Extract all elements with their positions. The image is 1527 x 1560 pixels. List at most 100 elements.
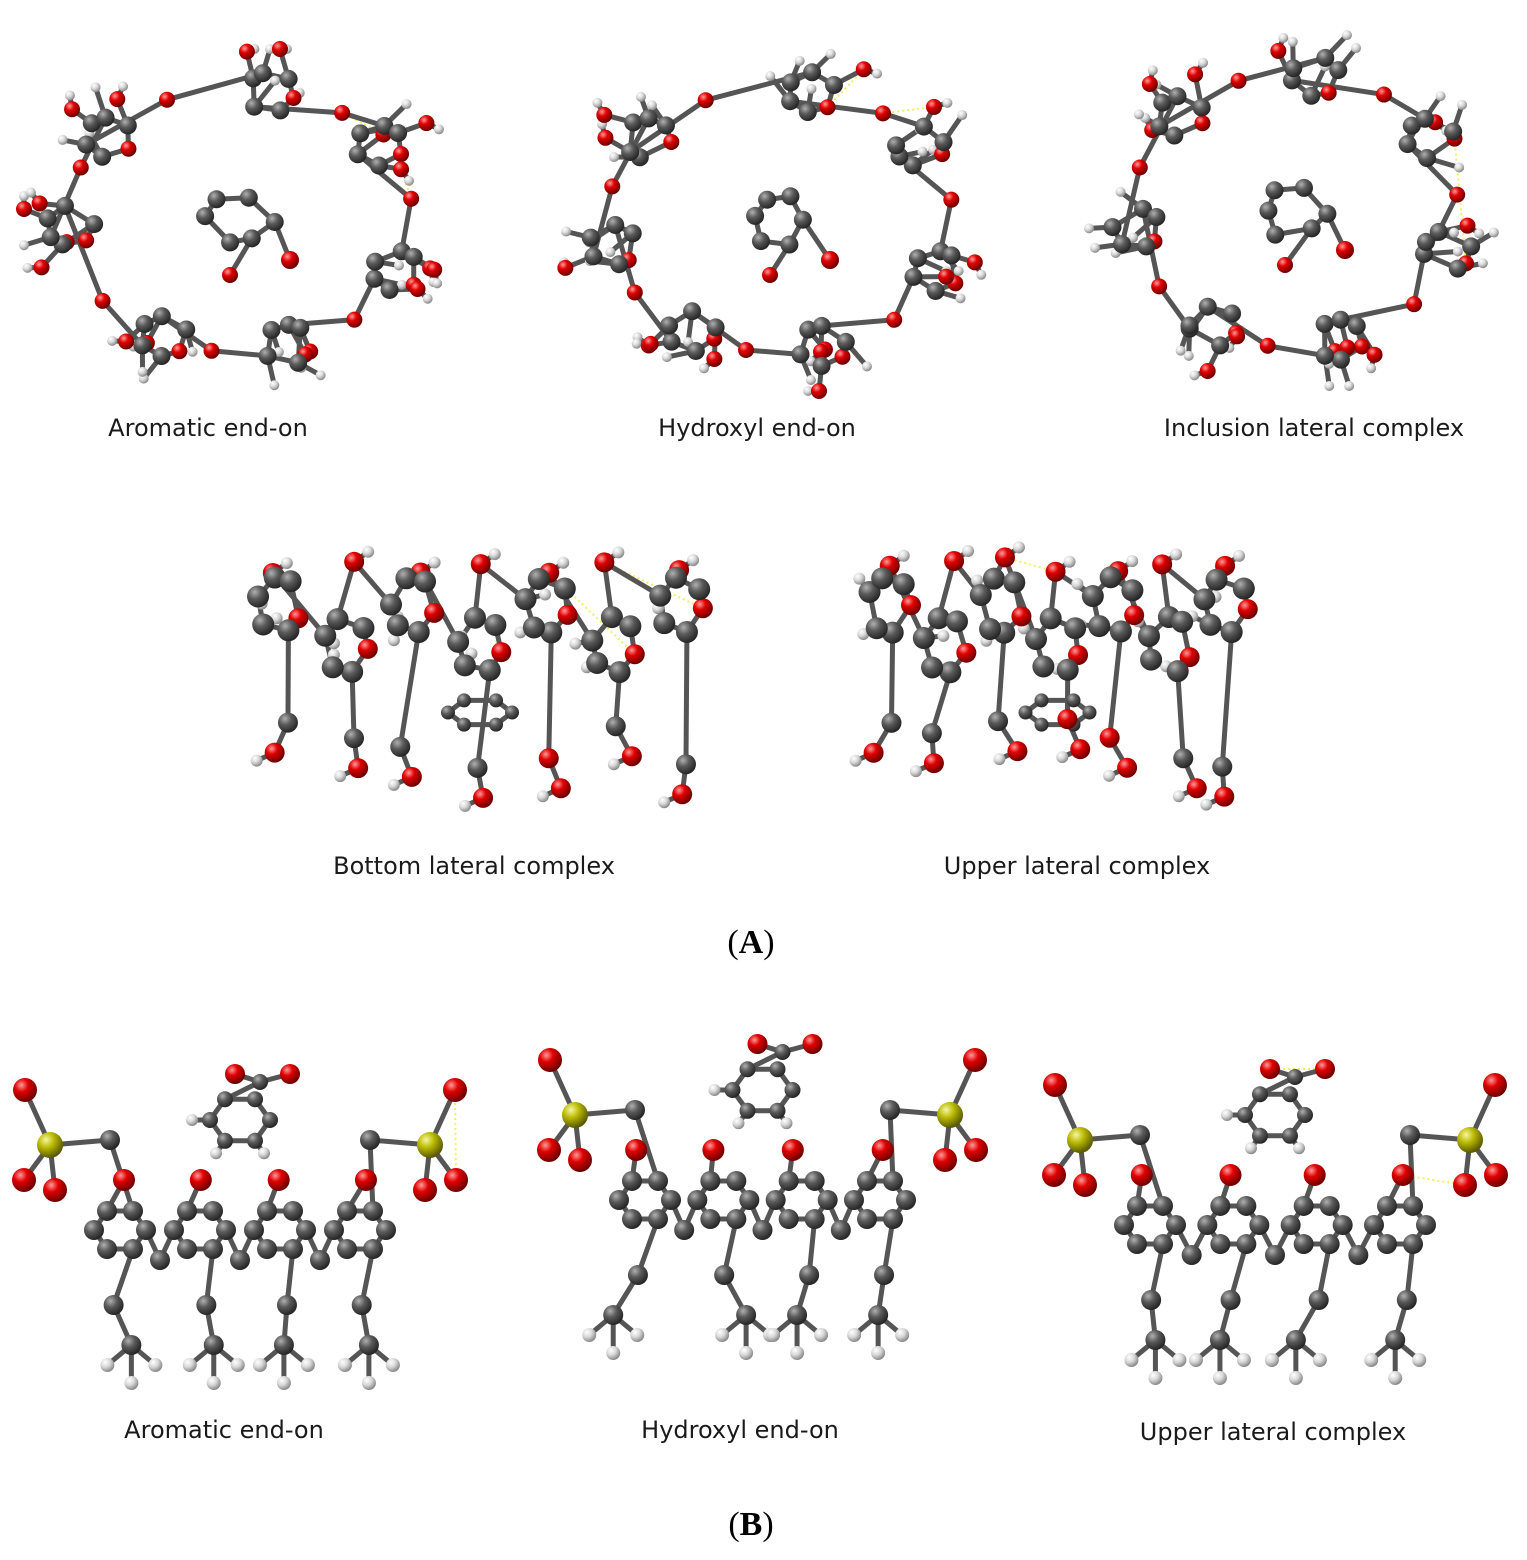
oxygen-atom bbox=[120, 140, 137, 157]
carbon-atom bbox=[135, 314, 154, 333]
hydrogen-atom bbox=[630, 1328, 645, 1342]
oxygen-atom bbox=[267, 1169, 290, 1191]
carbon-atom bbox=[1285, 1330, 1306, 1350]
carbon-atom bbox=[622, 1209, 642, 1230]
oxygen-atom bbox=[1229, 328, 1246, 345]
oxygen-atom bbox=[280, 1064, 300, 1084]
oxygen-atom bbox=[538, 1048, 562, 1072]
carbon-atom bbox=[1416, 232, 1435, 251]
hydrogen-atom bbox=[1477, 258, 1488, 269]
carbon-atom bbox=[1180, 316, 1199, 335]
carbon-atom bbox=[1280, 1215, 1301, 1235]
carbon-atom bbox=[1348, 1245, 1369, 1265]
carbon-atom bbox=[1081, 585, 1104, 608]
hydrogen-atom bbox=[825, 48, 836, 59]
carbon-atom bbox=[586, 652, 609, 675]
hydrogen-atom bbox=[805, 374, 816, 385]
carbon-atom bbox=[314, 624, 337, 647]
hydrogen-atom bbox=[1233, 549, 1246, 562]
bond bbox=[995, 630, 1007, 724]
hydrogen-atom bbox=[872, 68, 883, 79]
carbon-atom bbox=[778, 1170, 799, 1191]
carbon-atom bbox=[687, 1190, 708, 1210]
oxygen-atom bbox=[697, 92, 714, 109]
oxygen-atom bbox=[1042, 1163, 1066, 1187]
carbon-atom bbox=[324, 1220, 344, 1240]
carbon-atom bbox=[203, 1335, 224, 1355]
oxygen-atom bbox=[1007, 741, 1028, 762]
carbon-atom bbox=[787, 1305, 808, 1325]
hydrogen-atom bbox=[387, 634, 400, 647]
carbon-atom bbox=[639, 109, 658, 128]
carbon-atom bbox=[97, 1200, 117, 1221]
carbon-atom bbox=[1113, 235, 1132, 254]
carbon-atom bbox=[245, 97, 264, 116]
carbon-atom bbox=[380, 593, 403, 616]
carbon-atom bbox=[844, 1190, 864, 1210]
carbon-atom bbox=[674, 1220, 695, 1240]
oxygen-atom bbox=[781, 1139, 804, 1161]
carbon-atom bbox=[1319, 1195, 1340, 1216]
bond bbox=[1175, 668, 1186, 761]
carbon-atom bbox=[1265, 181, 1284, 200]
carbon-atom bbox=[791, 345, 810, 364]
carbon-atom bbox=[279, 570, 302, 593]
carbon-atom bbox=[1166, 660, 1189, 683]
carbon-atom bbox=[121, 1335, 142, 1355]
carbon-atom bbox=[649, 584, 672, 607]
carbon-atom bbox=[608, 661, 631, 684]
carbon-atom bbox=[289, 353, 308, 372]
hydrogen-atom bbox=[1175, 345, 1186, 356]
hydrogen-atom bbox=[1172, 790, 1185, 803]
carbon-atom bbox=[1140, 648, 1163, 671]
carbon-atom bbox=[700, 1170, 721, 1191]
carbon-atom bbox=[152, 307, 171, 326]
oxygen-atom bbox=[762, 267, 778, 283]
oxygen-atom bbox=[871, 1139, 894, 1161]
carbon-atom bbox=[522, 616, 545, 639]
carbon-atom bbox=[77, 135, 96, 154]
hydrogen-atom bbox=[1189, 370, 1200, 381]
carbon-atom bbox=[85, 215, 104, 234]
panel-label-a: (A) bbox=[727, 924, 775, 961]
carbon-atom bbox=[1210, 1234, 1231, 1255]
structure-a-aromatic-end-on bbox=[16, 41, 444, 391]
oxygen-atom bbox=[604, 178, 621, 195]
hydrogen-atom bbox=[1071, 577, 1084, 590]
carbon-atom bbox=[363, 1239, 383, 1260]
hydrogen-atom bbox=[230, 1358, 245, 1372]
carbon-atom bbox=[177, 1239, 197, 1260]
oxygen-atom bbox=[418, 115, 435, 132]
carbon-atom bbox=[273, 1335, 294, 1355]
carbon-atom bbox=[441, 705, 455, 720]
carbon-atom bbox=[675, 754, 696, 775]
carbon-atom bbox=[326, 608, 349, 631]
carbon-atom bbox=[969, 583, 992, 606]
carbon-atom bbox=[239, 188, 258, 207]
hydrogen-atom bbox=[606, 1346, 621, 1360]
carbon-atom bbox=[1209, 1330, 1230, 1350]
hydrogen-atom bbox=[1287, 36, 1298, 47]
hydrogen-atom bbox=[276, 1376, 291, 1390]
bond bbox=[1265, 343, 1328, 359]
oxygen-atom bbox=[285, 89, 302, 106]
carbon-atom bbox=[784, 1082, 801, 1098]
carbon-atom bbox=[1212, 756, 1233, 777]
carbon-atom bbox=[1403, 1234, 1423, 1255]
carbon-atom bbox=[1114, 1215, 1134, 1235]
carbon-atom bbox=[739, 1061, 756, 1078]
carbon-atom bbox=[376, 1220, 396, 1240]
carbon-atom bbox=[1318, 204, 1337, 223]
oxygen-atom bbox=[159, 91, 176, 108]
hydrogen-atom bbox=[1103, 769, 1116, 782]
carbon-atom bbox=[1377, 1234, 1397, 1255]
carbon-atom bbox=[1416, 1215, 1436, 1235]
hydrogen-atom bbox=[780, 1117, 793, 1130]
carbon-atom bbox=[390, 736, 411, 757]
oxygen-atom bbox=[568, 1148, 592, 1172]
carbon-atom bbox=[799, 320, 818, 339]
carbon-atom bbox=[1266, 225, 1285, 244]
hydrogen-atom bbox=[849, 754, 862, 767]
carbon-atom bbox=[484, 613, 507, 636]
carbon-atom bbox=[1199, 613, 1222, 636]
